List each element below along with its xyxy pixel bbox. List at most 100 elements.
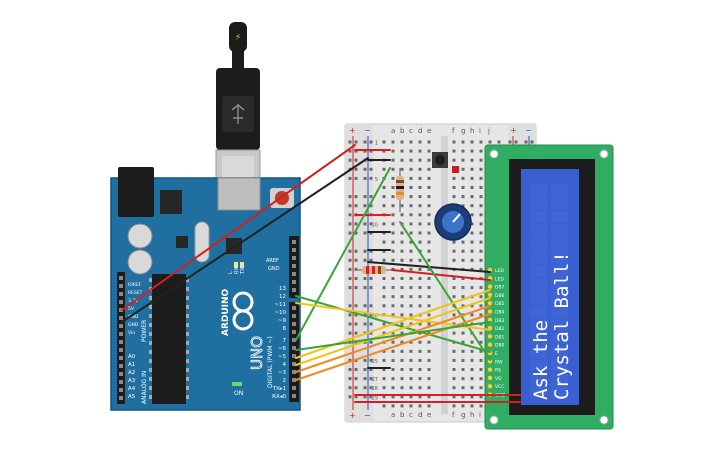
header-pin[interactable] xyxy=(292,248,296,252)
header-pin[interactable] xyxy=(292,240,296,244)
header-pin[interactable] xyxy=(292,330,296,334)
breadboard-hole[interactable] xyxy=(479,186,483,189)
breadboard-hole[interactable] xyxy=(479,331,483,335)
breadboard-hole[interactable] xyxy=(391,286,395,290)
rail-hole[interactable] xyxy=(369,358,373,362)
breadboard-hole[interactable] xyxy=(382,395,386,399)
rail-hole[interactable] xyxy=(363,386,367,390)
breadboard-hole[interactable] xyxy=(400,322,404,326)
breadboard-hole[interactable] xyxy=(427,167,431,171)
breadboard-hole[interactable] xyxy=(452,368,456,371)
rail-hole[interactable] xyxy=(369,286,373,290)
breadboard-hole[interactable] xyxy=(382,186,386,189)
breadboard-hole[interactable] xyxy=(409,258,413,262)
breadboard-hole[interactable] xyxy=(479,158,483,162)
breadboard-hole[interactable] xyxy=(418,340,422,344)
breadboard-hole[interactable] xyxy=(409,222,413,226)
breadboard-hole[interactable] xyxy=(418,304,422,308)
breadboard-hole[interactable] xyxy=(382,195,386,199)
rail-hole[interactable] xyxy=(363,258,367,262)
breadboard-hole[interactable] xyxy=(427,349,431,353)
breadboard-hole[interactable] xyxy=(418,176,422,180)
rail-hole[interactable] xyxy=(354,377,358,381)
breadboard-hole[interactable] xyxy=(391,404,395,408)
wire-5v-to-breadboard[interactable] xyxy=(121,144,356,311)
breadboard-hole[interactable] xyxy=(382,140,386,144)
breadboard-hole[interactable] xyxy=(461,404,465,408)
breadboard-hole[interactable] xyxy=(418,204,422,208)
breadboard-hole[interactable] xyxy=(382,167,386,171)
breadboard-hole[interactable] xyxy=(400,158,404,162)
header-pin[interactable] xyxy=(119,364,123,368)
breadboard-hole[interactable] xyxy=(427,158,431,162)
breadboard-hole[interactable] xyxy=(470,340,474,344)
breadboard-hole[interactable] xyxy=(409,386,413,390)
breadboard-hole[interactable] xyxy=(427,240,431,244)
breadboard-hole[interactable] xyxy=(418,222,422,226)
breadboard-hole[interactable] xyxy=(479,149,483,153)
rail-hole[interactable] xyxy=(348,231,352,235)
breadboard-hole[interactable] xyxy=(382,349,386,353)
breadboard-hole[interactable] xyxy=(418,258,422,262)
rail-hole[interactable] xyxy=(363,277,367,280)
rail-hole[interactable] xyxy=(369,340,373,344)
rail-hole[interactable] xyxy=(369,395,373,399)
breadboard-hole[interactable] xyxy=(418,395,422,399)
wire-green-tilt[interactable] xyxy=(295,167,391,341)
header-pin[interactable] xyxy=(292,370,296,374)
rail-hole[interactable] xyxy=(369,368,373,371)
rail-hole[interactable] xyxy=(348,149,352,153)
breadboard-hole[interactable] xyxy=(479,377,483,381)
breadboard-hole[interactable] xyxy=(479,295,483,299)
breadboard-hole[interactable] xyxy=(400,368,404,371)
header-pin[interactable] xyxy=(119,356,123,360)
breadboard-hole[interactable] xyxy=(409,249,413,253)
rail-hole[interactable] xyxy=(348,267,352,271)
rail-hole[interactable] xyxy=(369,167,373,171)
header-pin[interactable] xyxy=(292,288,296,292)
breadboard-hole[interactable] xyxy=(382,377,386,381)
breadboard-hole[interactable] xyxy=(418,295,422,299)
breadboard-hole[interactable] xyxy=(470,149,474,153)
rail-hole[interactable] xyxy=(514,140,518,144)
breadboard-hole[interactable] xyxy=(427,395,431,399)
breadboard-hole[interactable] xyxy=(391,222,395,226)
breadboard-hole[interactable] xyxy=(400,286,404,290)
breadboard-hole[interactable] xyxy=(452,176,456,180)
breadboard-hole[interactable] xyxy=(391,368,395,371)
breadboard-hole[interactable] xyxy=(470,404,474,408)
rail-hole[interactable] xyxy=(363,286,367,290)
breadboard-hole[interactable] xyxy=(382,222,386,226)
breadboard-hole[interactable] xyxy=(479,249,483,253)
rail-hole[interactable] xyxy=(369,204,373,208)
breadboard-hole[interactable] xyxy=(427,313,431,317)
breadboard-hole[interactable] xyxy=(409,313,413,317)
breadboard-hole[interactable] xyxy=(470,386,474,390)
breadboard-hole[interactable] xyxy=(479,222,483,226)
breadboard-hole[interactable] xyxy=(391,204,395,208)
breadboard-hole[interactable] xyxy=(382,331,386,335)
breadboard-hole[interactable] xyxy=(427,295,431,299)
header-pin[interactable] xyxy=(292,378,296,382)
breadboard-hole[interactable] xyxy=(497,140,501,144)
breadboard-hole[interactable] xyxy=(391,249,395,253)
breadboard-hole[interactable] xyxy=(470,286,474,290)
breadboard-hole[interactable] xyxy=(427,331,431,335)
breadboard-hole[interactable] xyxy=(470,176,474,180)
rail-hole[interactable] xyxy=(363,358,367,362)
breadboard-hole[interactable] xyxy=(400,340,404,344)
breadboard-hole[interactable] xyxy=(461,277,465,280)
breadboard-hole[interactable] xyxy=(479,258,483,262)
breadboard-hole[interactable] xyxy=(409,158,413,162)
breadboard-hole[interactable] xyxy=(479,386,483,390)
rail-hole[interactable] xyxy=(354,277,358,280)
rail-hole[interactable] xyxy=(363,249,367,253)
breadboard-hole[interactable] xyxy=(452,386,456,390)
rail-hole[interactable] xyxy=(354,195,358,199)
header-pin[interactable] xyxy=(292,256,296,260)
breadboard-hole[interactable] xyxy=(409,358,413,362)
breadboard-hole[interactable] xyxy=(452,404,456,408)
breadboard-hole[interactable] xyxy=(427,258,431,262)
rail-hole[interactable] xyxy=(348,140,352,144)
rail-hole[interactable] xyxy=(354,368,358,371)
